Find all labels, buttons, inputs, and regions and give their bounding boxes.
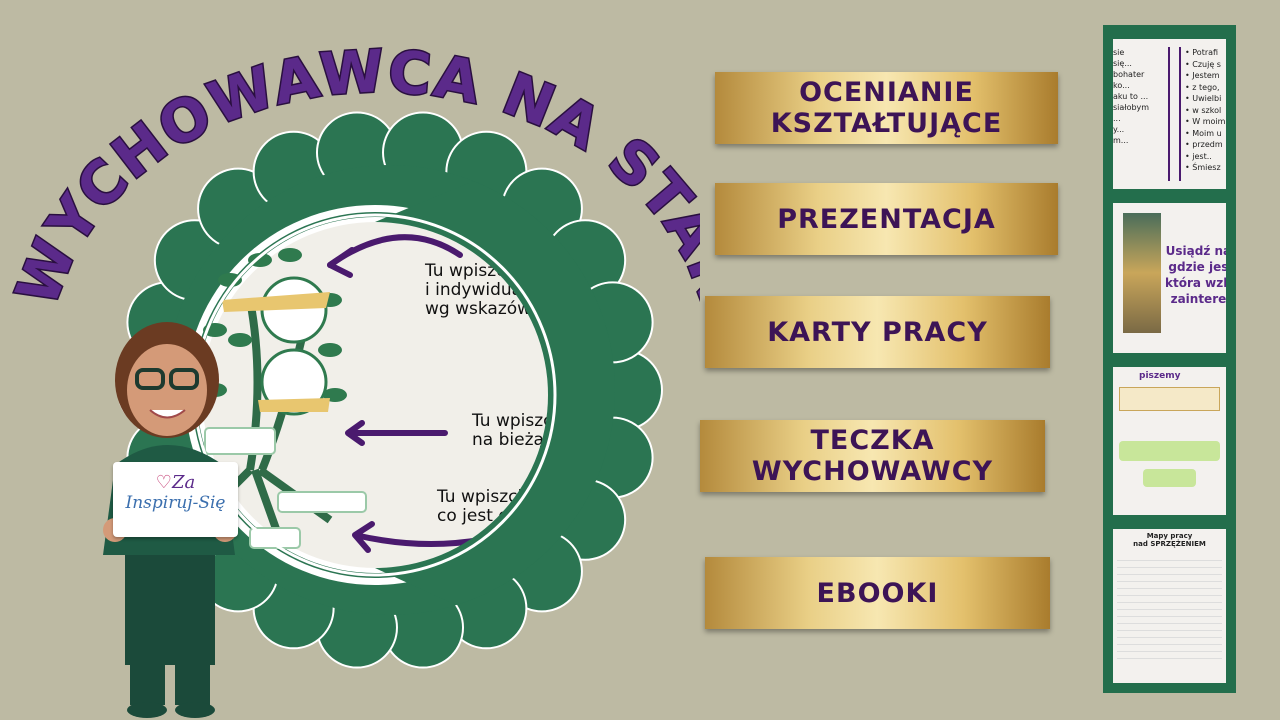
- logo-sign: ♡Za Inspiruj-Się: [113, 462, 238, 537]
- thumbnail-image: [1123, 213, 1161, 333]
- button-karty-pracy[interactable]: KARTY PRACY: [705, 296, 1050, 368]
- thumbnail-text: • przedm: [1185, 140, 1223, 149]
- thumbnail-text: • Czuję s: [1185, 59, 1221, 69]
- thumbnail-text: • z tego,: [1185, 82, 1220, 92]
- thumbnail-3[interactable]: piszemy: [1113, 367, 1226, 515]
- thumbnail-text: ko...: [1113, 81, 1130, 90]
- thumbnail-text: • jest..: [1185, 151, 1212, 161]
- thumbnail-text: bohater: [1113, 70, 1145, 79]
- thumbnail-text: zaintere: [1170, 292, 1226, 306]
- note-line: Tu wpiszcie: [425, 261, 521, 281]
- thumbnail-text: siałobym: [1113, 103, 1150, 112]
- thumbnail-text: y...: [1113, 125, 1125, 134]
- button-prezentacja[interactable]: PREZENTACJA: [715, 183, 1058, 255]
- thumbnail-text: się...: [1113, 59, 1132, 68]
- thumbnail-text: która wzb: [1165, 276, 1226, 290]
- note-line: wg wskazówki: [425, 299, 546, 319]
- heart-icon: ♡: [155, 472, 172, 493]
- note-line: Tu wpiszci: [472, 411, 558, 431]
- note-3: Tu wpiszcie co jest dl: [437, 488, 533, 526]
- thumbnail-text: • Potrafi: [1185, 48, 1219, 57]
- logo-line2: Inspiruj-Się: [125, 493, 226, 513]
- thumbnail-panel: sie się... bohater ko... aku to ... siałobym.…: [1103, 25, 1236, 693]
- button-label: EBOOKI: [816, 577, 939, 609]
- thumbnail-text: sie: [1113, 48, 1125, 57]
- thumbnail-text: • w szkol: [1185, 105, 1222, 115]
- thumbnail-text: ...: [1113, 114, 1121, 123]
- thumbnail-1[interactable]: sie się... bohater ko... aku to ... siałobym.…: [1113, 39, 1226, 189]
- thumbnail-title: piszemy: [1139, 371, 1181, 381]
- logo-line1: Za: [171, 472, 196, 493]
- thumbnail-2[interactable]: Usiądź na gdzie jes która wzb zaintere: [1113, 203, 1226, 353]
- note-line: na bieżąc: [472, 430, 554, 450]
- button-label: OCENIANIE: [799, 77, 974, 108]
- button-ebooki[interactable]: EBOOKI: [705, 557, 1050, 629]
- thumbnail-text: Usiądź na: [1165, 244, 1226, 258]
- note-2: Tu wpiszci na bieżąc: [472, 412, 557, 450]
- thumbnail-text: aku to ...: [1113, 92, 1149, 101]
- thumbnail-text: • Uwielbi: [1185, 94, 1222, 103]
- thumbnail-title: Mapy pracy: [1146, 532, 1193, 540]
- thumbnail-text: • Śmiesz: [1185, 163, 1221, 172]
- thumbnail-text: • Moim u: [1185, 128, 1222, 138]
- note-line: co jest dl: [437, 506, 514, 526]
- thumbnail-text: • Jestem: [1185, 71, 1220, 80]
- button-label: KSZTAŁTUJĄCE: [770, 108, 1003, 139]
- button-label: TECZKA: [810, 425, 935, 456]
- button-label: KARTY PRACY: [767, 316, 988, 348]
- thumbnail-subtitle: nad SPRZĘŻENIEM: [1133, 540, 1206, 548]
- note-line: i indywidualn: [425, 280, 538, 300]
- thumbnail-text: • W moim: [1185, 117, 1226, 126]
- thumbnail-text: m...: [1113, 136, 1129, 145]
- thumbnail-4[interactable]: Mapy pracy nad SPRZĘŻENIEM: [1113, 529, 1226, 683]
- note-1: Tu wpiszcie i indywidualn wg wskazówki: [425, 262, 546, 319]
- button-label: WYCHOWAWCY: [751, 456, 994, 487]
- note-line: Tu wpiszcie: [437, 487, 533, 507]
- button-label: PREZENTACJA: [777, 203, 996, 235]
- thumbnail-text: gdzie jes: [1168, 260, 1226, 274]
